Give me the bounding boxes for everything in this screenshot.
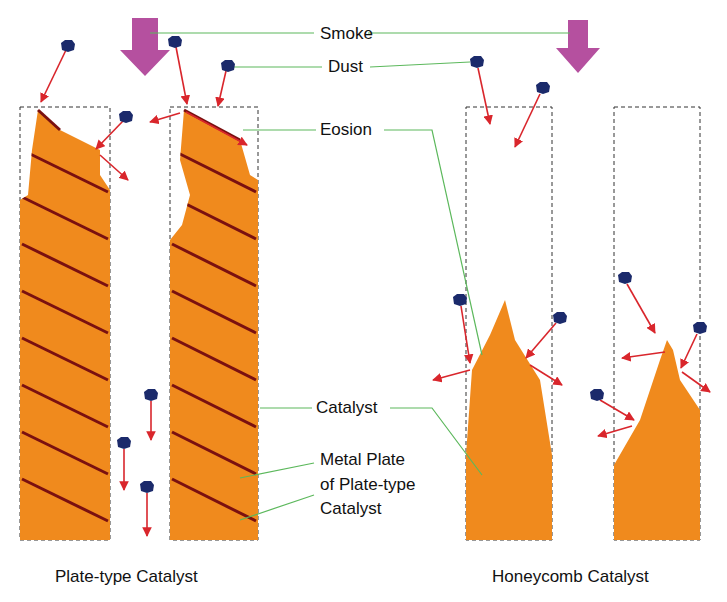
metal-plate-line — [22, 338, 108, 380]
caption-label: Honeycomb Catalyst — [492, 565, 649, 590]
metal-plate-line — [22, 479, 108, 521]
catalyst-body — [20, 110, 700, 540]
leader-line — [150, 33, 570, 520]
metal-plate-line — [172, 479, 256, 521]
catalyst-label: Catalyst — [316, 396, 377, 421]
metal-plate — [172, 150, 256, 521]
outline — [20, 107, 700, 540]
metal-plate-line — [172, 291, 256, 333]
erosion-label: Eosion — [320, 118, 372, 143]
metal-plate-line — [22, 244, 108, 286]
metal-plate-line — [172, 244, 256, 286]
metal-plate-line — [22, 432, 108, 474]
smoke-label: Smoke — [320, 22, 373, 47]
metal-plate-line — [22, 197, 108, 239]
metal-plate-line — [172, 150, 256, 192]
metal-plate-line — [22, 150, 108, 192]
dust-particle — [61, 36, 707, 493]
metal-plate-line — [22, 291, 108, 333]
metal-plate-line — [172, 385, 256, 427]
metal-plate — [22, 150, 108, 521]
metal-plate-line — [172, 432, 256, 474]
dust-path — [41, 47, 710, 536]
metal-plate-line — [172, 197, 256, 239]
metal-plate-line — [172, 338, 256, 380]
metal-plate-label: Metal Plate of Plate-type Catalyst — [320, 448, 420, 522]
caption-label: Plate-type Catalyst — [55, 565, 198, 590]
dust-label: Dust — [328, 55, 363, 80]
metal-plate-line — [22, 385, 108, 427]
